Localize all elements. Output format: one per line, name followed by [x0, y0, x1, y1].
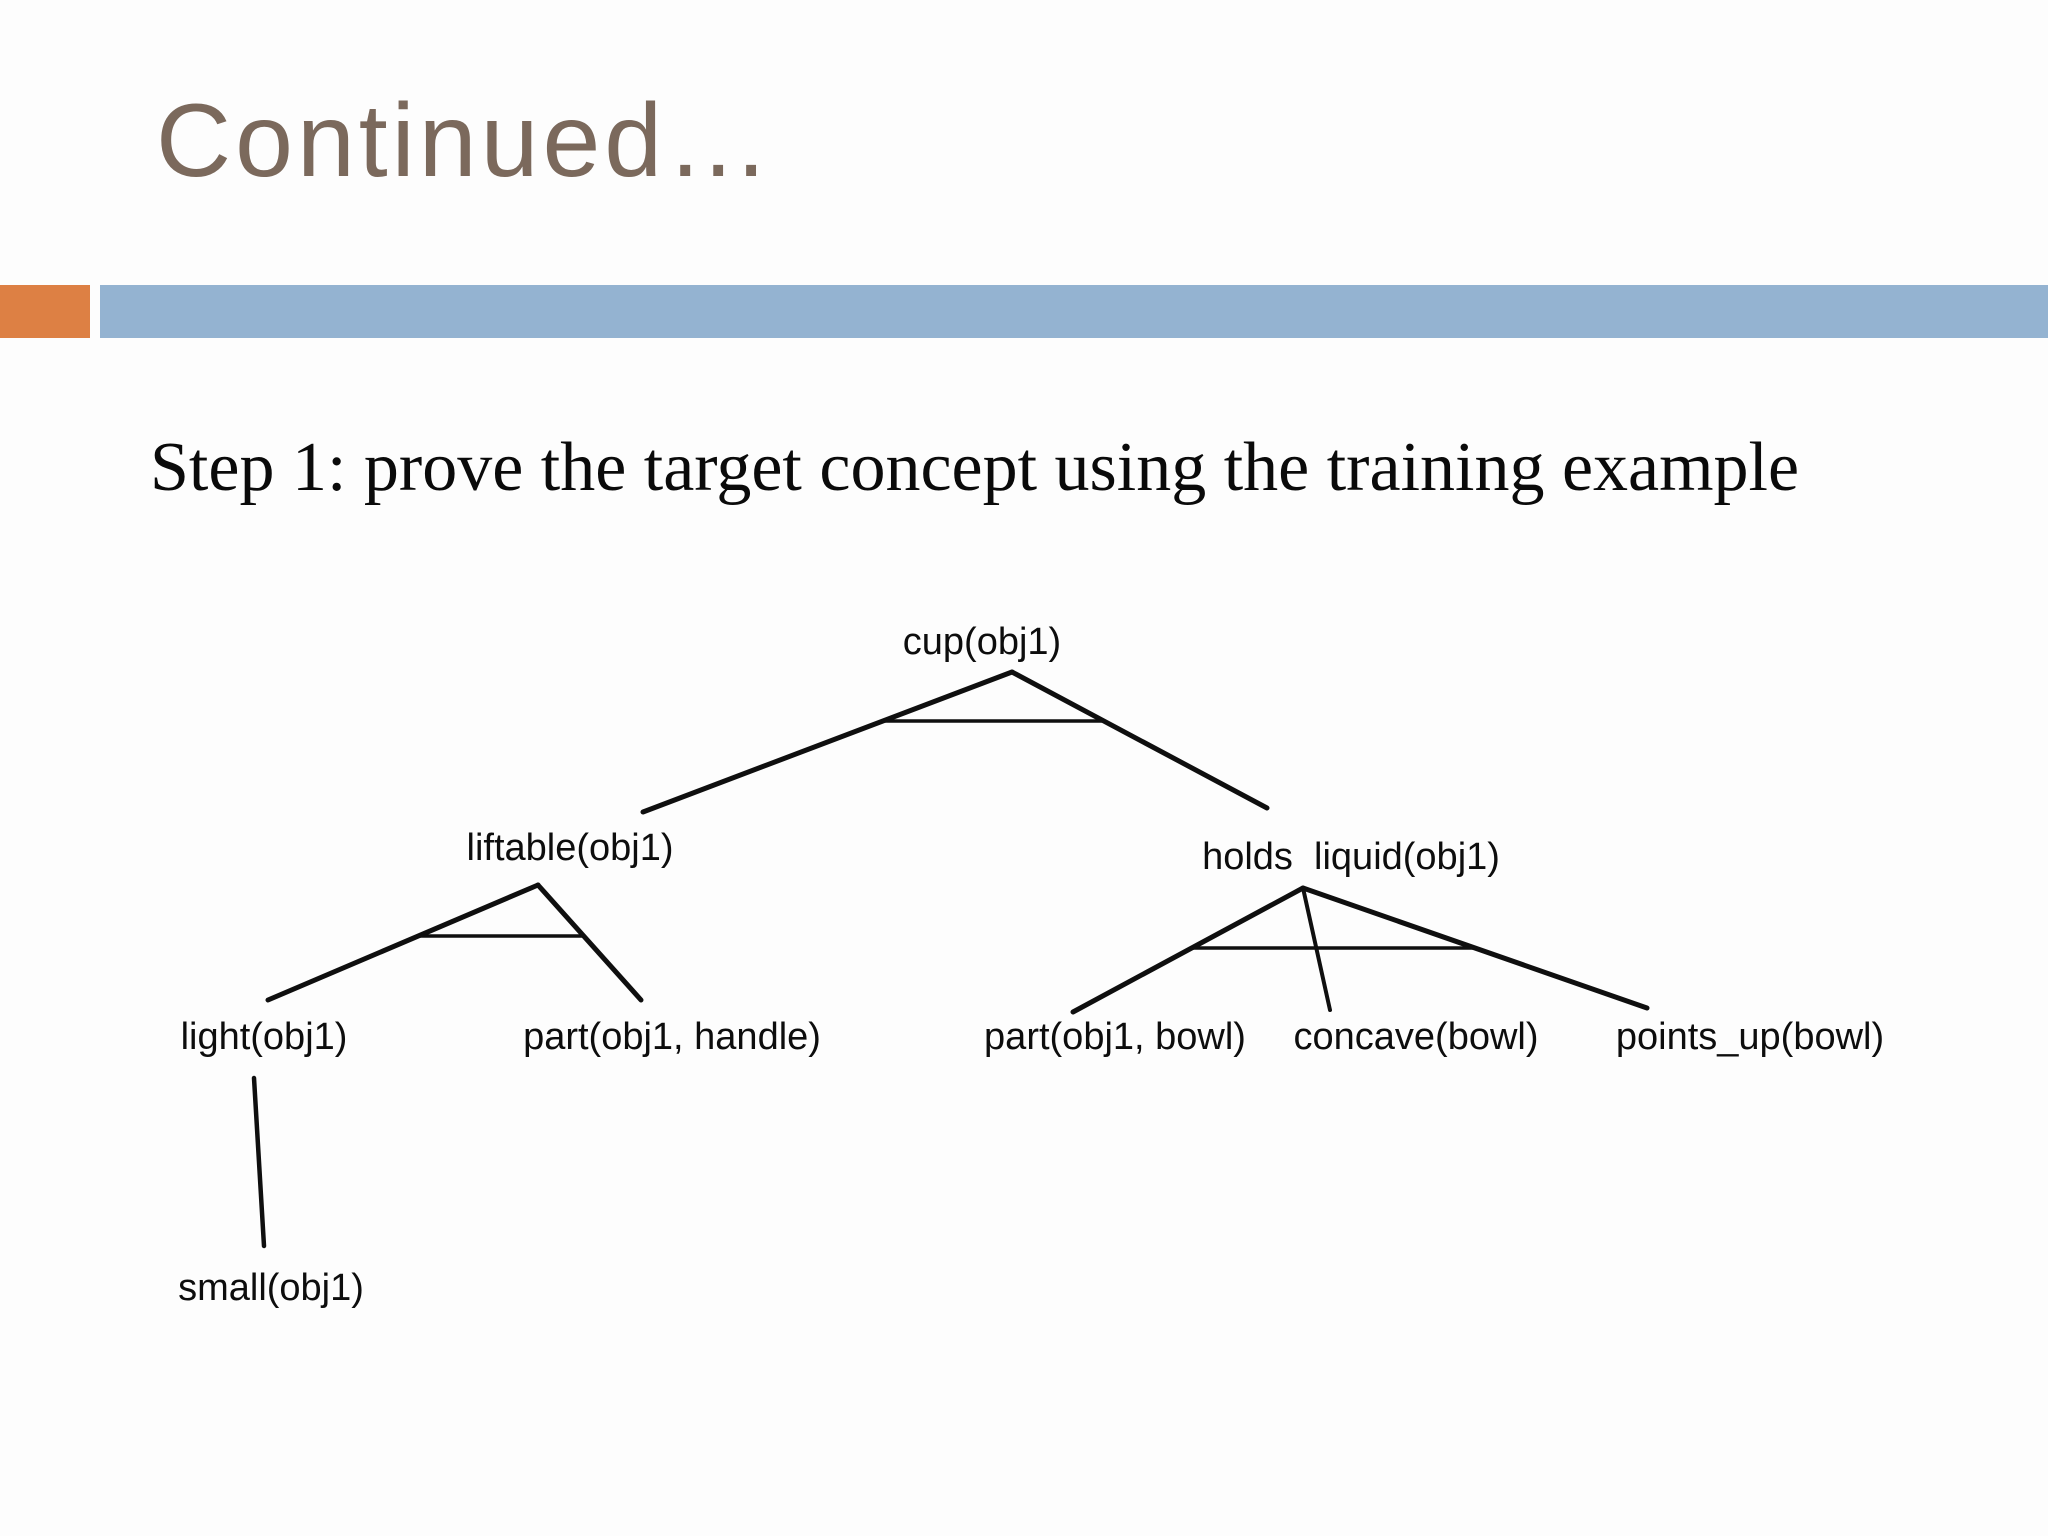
edge-light-small — [251, 1075, 267, 1249]
tree-node-part-handle: part(obj1, handle) — [523, 1016, 821, 1058]
edge-cup-liftable — [640, 669, 1015, 815]
tree-node-concave: concave(bowl) — [1293, 1016, 1539, 1058]
tree-node-small: small(obj1) — [178, 1267, 364, 1309]
tree-node-cup: cup(obj1) — [902, 621, 1062, 663]
step-caption: Step 1: prove the target concept using t… — [150, 429, 1800, 506]
edge-holds-part-bowl — [1070, 885, 1306, 1015]
tree-node-points-up: points_up(bowl) — [1615, 1016, 1885, 1058]
edge-liftable-light — [265, 882, 541, 1003]
tree-node-light: light(obj1) — [180, 1016, 348, 1058]
edge-cup-holds-liquid — [1009, 669, 1270, 811]
tree-node-liftable: liftable(obj1) — [466, 827, 674, 869]
tree-node-part-bowl: part(obj1, bowl) — [984, 1016, 1246, 1058]
slide-title: Continued… — [156, 83, 775, 199]
title-divider-blue-bar — [100, 285, 2048, 338]
tree-node-holds-liquid: holds liquid(obj1) — [1202, 836, 1500, 878]
title-accent-orange-block — [0, 285, 90, 338]
edge-liftable-part-handle — [535, 882, 644, 1003]
